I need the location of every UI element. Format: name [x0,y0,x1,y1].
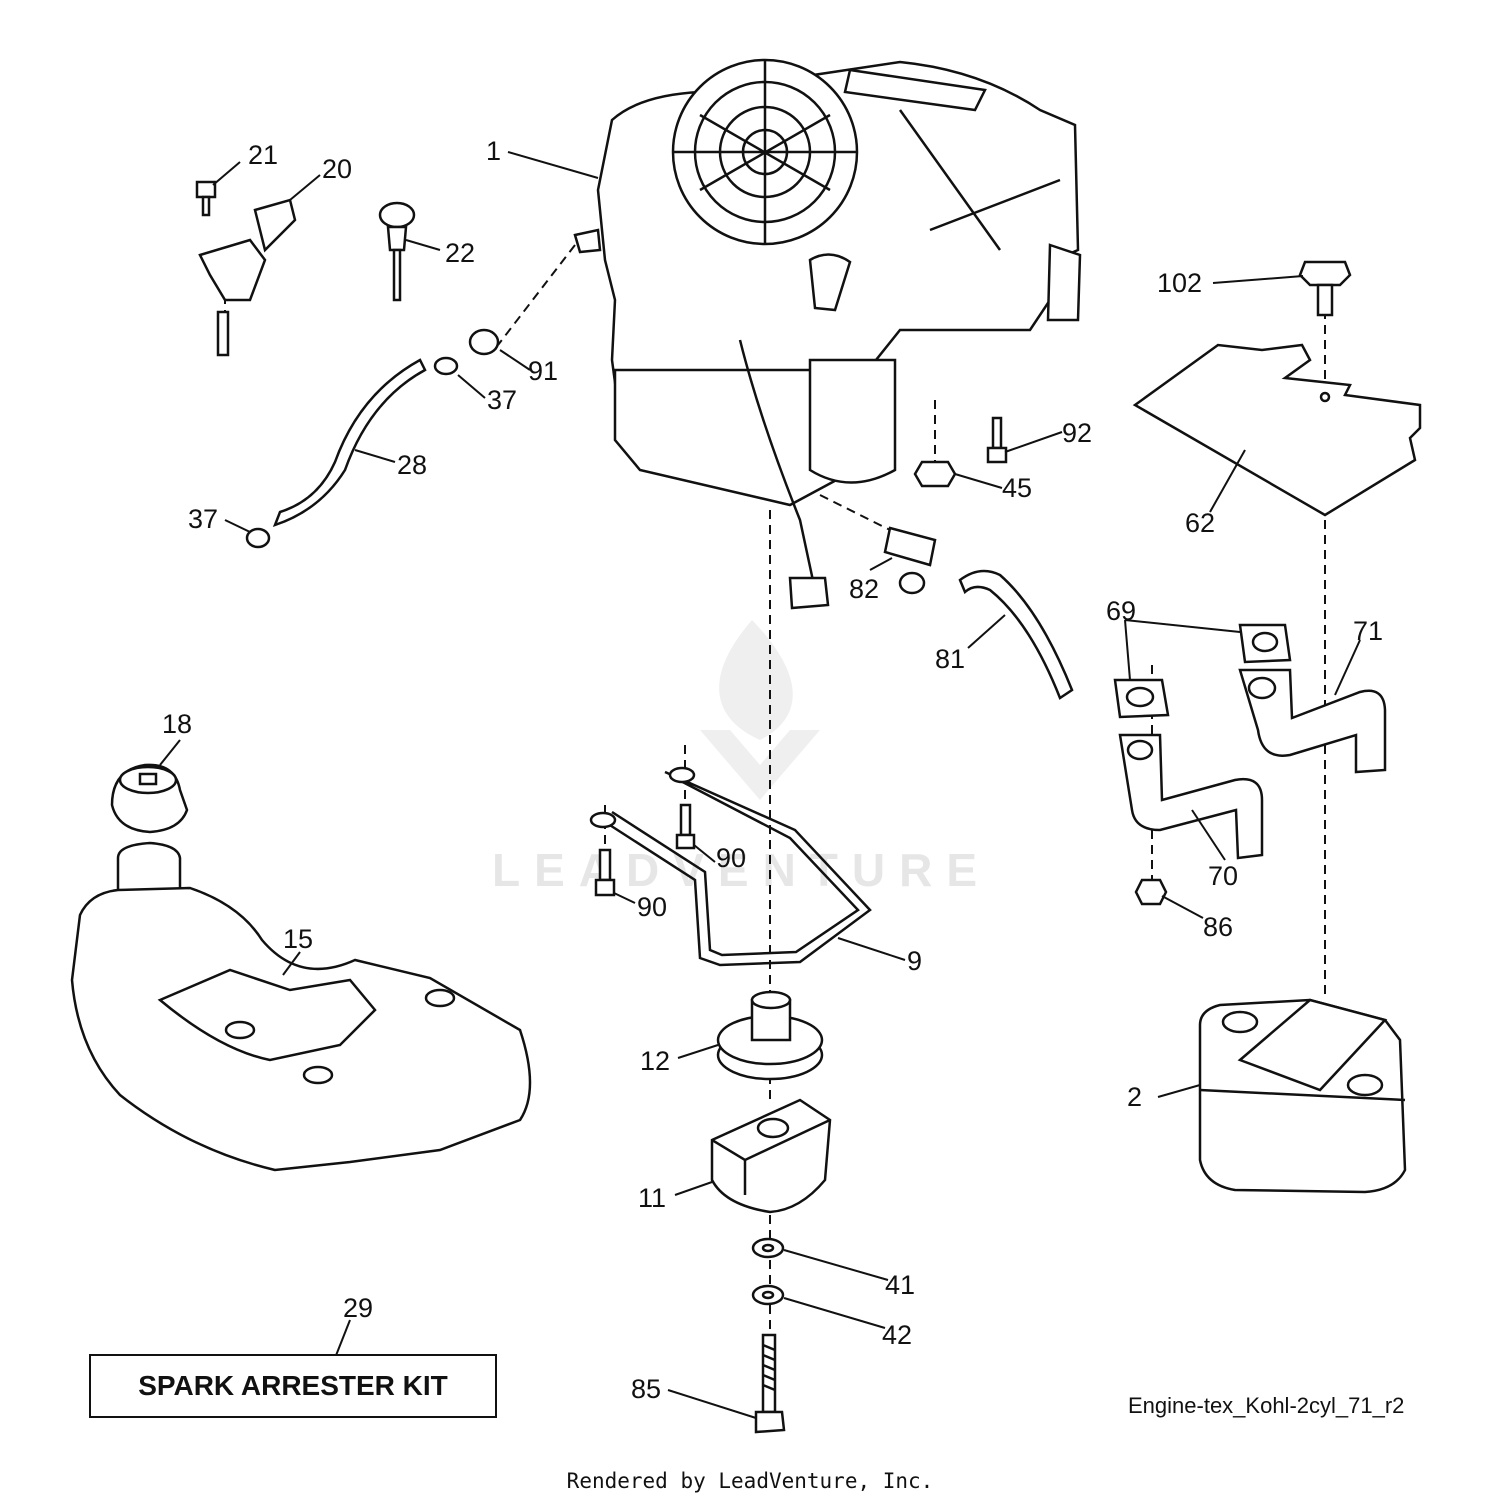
callout-21[interactable]: 21 [248,140,278,170]
engine[interactable] [573,58,1082,610]
callout-42[interactable]: 42 [882,1320,912,1350]
watermark: LEADVENTURE [492,620,991,896]
callout-1[interactable]: 1 [486,136,501,166]
callout-102[interactable]: 102 [1157,268,1202,298]
oil-drain-valve[interactable] [883,526,937,595]
gasket[interactable] [1113,623,1292,719]
callout-12[interactable]: 12 [640,1046,670,1076]
drain-hose[interactable] [958,569,1074,700]
callout-45[interactable]: 45 [1002,473,1032,503]
callout-15[interactable]: 15 [283,924,313,954]
callout-69[interactable]: 69 [1106,596,1136,626]
spark-arrester-kit-box[interactable]: SPARK ARRESTER KIT [89,1354,497,1418]
flange-nut[interactable] [1134,878,1168,906]
callout-71[interactable]: 71 [1353,616,1383,646]
watermark-text: LEADVENTURE [492,844,991,896]
callout-41[interactable]: 41 [885,1270,915,1300]
callout-11[interactable]: 11 [638,1183,666,1213]
leader-lines [159,151,1361,1419]
bracket[interactable] [589,766,872,967]
bolt-short[interactable] [986,416,1008,464]
callout-86[interactable]: 86 [1203,912,1233,942]
callout-2[interactable]: 2 [1127,1082,1142,1112]
callout-82[interactable]: 82 [849,574,879,604]
callout-70[interactable]: 70 [1208,861,1238,891]
hose-clamp-upper[interactable] [433,356,459,376]
screw[interactable] [195,180,217,217]
screw-top[interactable] [1298,260,1352,317]
washer[interactable] [751,1237,785,1259]
callout-29[interactable]: 29 [343,1293,373,1323]
fuel-line[interactable] [272,358,427,528]
callout-37-lower[interactable]: 37 [188,504,218,534]
callout-9[interactable]: 9 [907,946,922,976]
fuel-cap[interactable] [110,763,189,834]
choke-knob[interactable] [378,201,416,302]
callout-92[interactable]: 92 [1062,418,1092,448]
nut[interactable] [913,460,957,488]
exhaust-pipe-right[interactable] [1238,668,1387,774]
callout-90-left[interactable]: 90 [637,892,667,922]
clutch[interactable] [710,1098,832,1214]
callout-22[interactable]: 22 [445,238,475,268]
hose-clamp-lower[interactable] [245,527,271,549]
lock-washer[interactable] [751,1284,785,1306]
callout-28[interactable]: 28 [397,450,427,480]
callout-18[interactable]: 18 [162,709,192,739]
pulley[interactable] [716,990,824,1081]
callout-81[interactable]: 81 [935,644,965,674]
spark-arrester-kit-label: SPARK ARRESTER KIT [138,1370,448,1401]
bolt[interactable] [754,1333,786,1434]
callout-91[interactable]: 91 [528,356,558,386]
render-credit: Rendered by LeadVenture, Inc. [567,1469,934,1493]
heat-shield[interactable] [1132,343,1422,517]
callout-90-right[interactable]: 90 [716,843,746,873]
muffler[interactable] [1198,998,1407,1194]
callout-37-upper[interactable]: 37 [487,385,517,415]
screw-right[interactable] [675,803,696,850]
exhaust-pipe-left[interactable] [1118,733,1264,860]
callout-62[interactable]: 62 [1185,508,1215,538]
fuel-tank[interactable] [70,841,532,1172]
drawing-code: Engine-tex_Kohl-2cyl_71_r2 [1128,1393,1404,1418]
callouts: 1 2 9 11 12 15 18 20 21 22 28 29 37 37 4… [162,136,1383,1404]
callout-20[interactable]: 20 [322,154,352,184]
callout-85[interactable]: 85 [631,1374,661,1404]
screw-left[interactable] [594,848,616,897]
throttle-control[interactable] [198,198,297,357]
bushing[interactable] [468,328,500,356]
